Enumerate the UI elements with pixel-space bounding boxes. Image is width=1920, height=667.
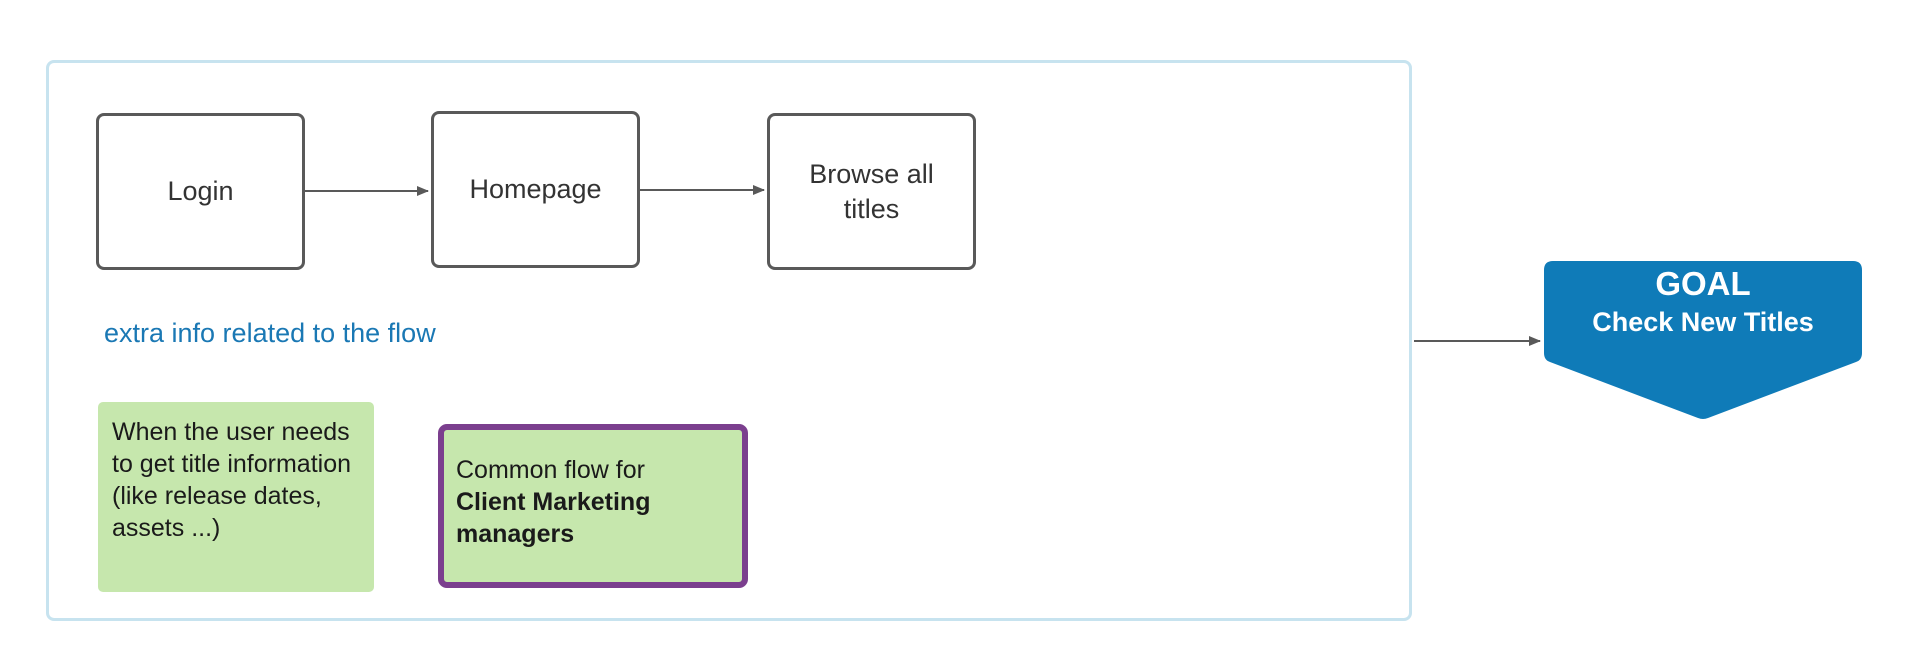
step-login: Login [96,113,305,270]
flow-container [46,60,1412,621]
step-browse-all-titles: Browse all titles [767,113,976,270]
goal-title: GOAL [1655,265,1751,302]
goal-subtitle: Check New Titles [1592,307,1814,337]
step-login-label: Login [167,176,234,206]
audience-note-prefix: Common flow for [456,456,645,484]
audience-note: Common flow for Client Marketing manager… [438,424,748,588]
extra-info-label: extra info related to the flow [104,318,436,348]
step-browse-label: Browse all titles [809,158,934,224]
user-need-note-text: When the user needs to get title informa… [112,418,352,542]
step-homepage-label: Homepage [469,174,602,204]
goal-shape [1544,261,1862,419]
user-need-note: When the user needs to get title informa… [98,402,374,592]
step-homepage: Homepage [431,111,640,268]
audience-note-bold: Client Marketing managers [456,488,651,548]
